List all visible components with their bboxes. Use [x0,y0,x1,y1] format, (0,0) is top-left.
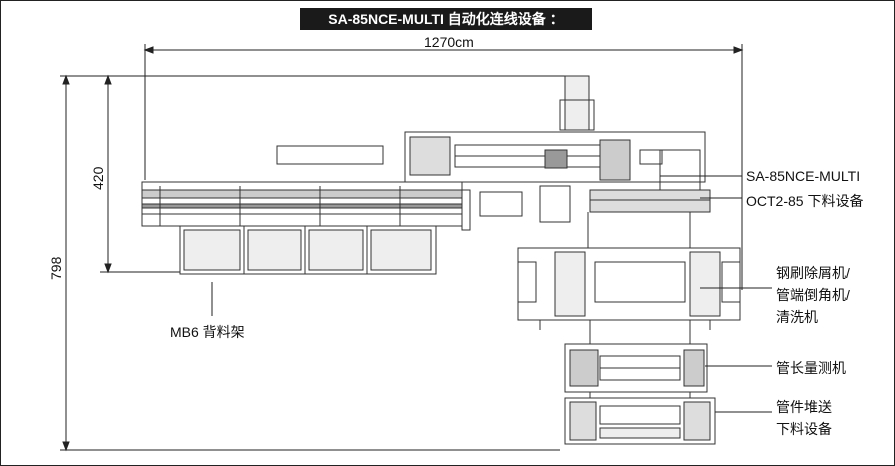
height-798-dimension-line [60,74,560,452]
diagram-title: SA-85NCE-MULTI 自动化连线设备 ： [300,8,592,30]
stack-label-line-2: 下料设备 [776,421,832,437]
brush-machine-drawing [517,212,741,330]
stack-label: 管件堆送 下料设备 [776,396,832,440]
saw-label: SA-85NCE-MULTI [746,168,861,184]
brush-label: 钢刷除屑机/ 管端倒角机/ 清洗机 [776,262,850,328]
rack-label: MB6 背料架 [170,324,245,340]
brush-label-line-2: 管端倒角机/ [776,287,850,303]
saw-machine-drawing [404,75,711,223]
height-798-label: 798 [48,256,64,280]
stacking-machine-drawing [564,392,716,445]
mb6-rack-drawing [141,145,471,275]
stack-label-line-1: 管件堆送 [776,399,832,415]
height-420-dimension-line [100,74,570,274]
leader-lines [211,175,772,413]
unloader-label: OCT2-85 下料设备 [746,193,864,209]
height-420-label: 420 [90,166,106,190]
brush-label-line-3: 清洗机 [776,309,818,325]
width-dimension-line [143,44,744,290]
brush-label-line-1: 钢刷除屑机/ [776,265,850,281]
width-dimension-label: 1270cm [424,34,474,50]
measure-label: 管长量测机 [776,360,846,376]
measure-machine-drawing [564,320,708,393]
